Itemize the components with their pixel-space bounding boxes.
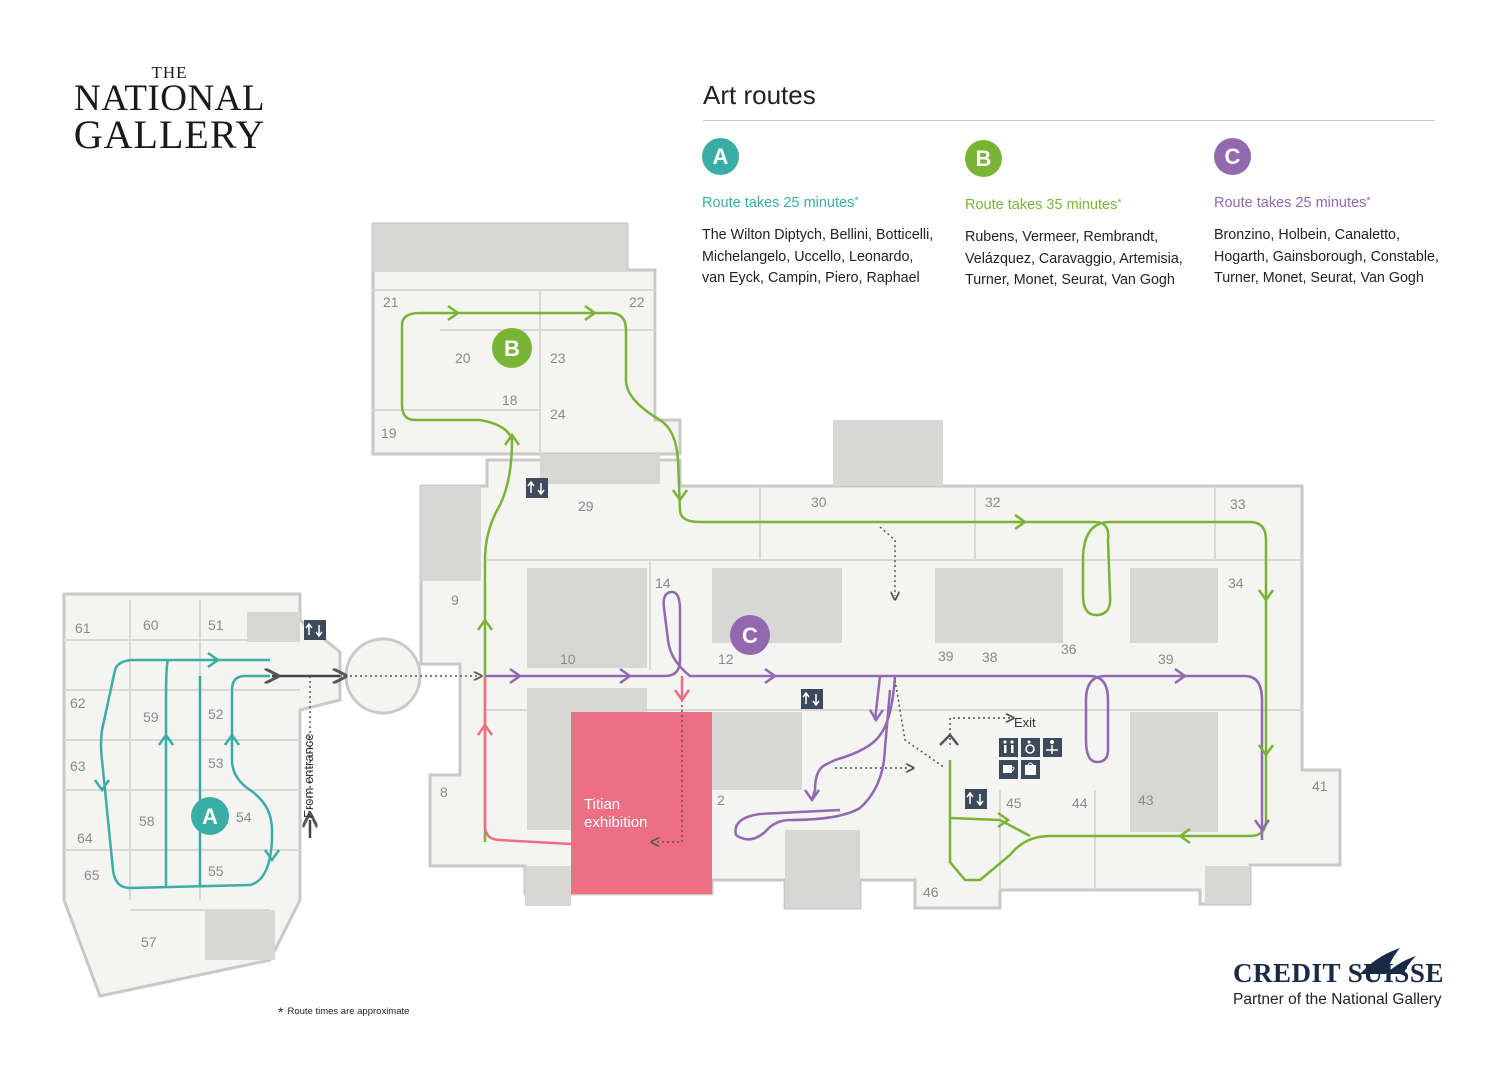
lift-icon (965, 789, 987, 809)
route-c-badge: C (1214, 138, 1251, 175)
sponsor-tagline: Partner of the National Gallery (1233, 991, 1442, 1008)
room-number: 12 (718, 651, 734, 667)
titian-label-line1: Titian (584, 796, 620, 813)
accessible-icon (1025, 740, 1035, 754)
room-number: 43 (1138, 792, 1154, 808)
exit-label: Exit (1014, 715, 1036, 730)
room-number: 51 (208, 617, 224, 633)
svg-text:A: A (202, 804, 218, 829)
route-c-time: Route takes 25 minutes* (1214, 195, 1371, 211)
route-a-time: Route takes 25 minutes* (702, 195, 859, 211)
route-b-badge: B (965, 140, 1002, 177)
room-number: 30 (811, 494, 827, 510)
logo-line-the: THE (151, 63, 188, 82)
room-number: 61 (75, 620, 91, 636)
titian-label-line2: exhibition (584, 814, 647, 831)
sails-logo-icon (1360, 948, 1416, 974)
room-number: 58 (139, 813, 155, 829)
baby-change-icon (1046, 740, 1058, 754)
art-routes-title: Art routes (703, 80, 816, 110)
cafe-icon (1003, 765, 1015, 773)
facilities-icons (999, 738, 1062, 779)
room-number: 53 (208, 755, 224, 771)
from-entrance-label: From entrance (301, 733, 316, 818)
room-numbers: 2 8 9 10 12 14 18 19 20 21 22 23 24 29 3… (70, 294, 1328, 950)
room-number: 23 (550, 350, 566, 366)
room-number: 39 (938, 648, 954, 664)
logo-line-gallery: GALLERY (73, 112, 266, 157)
route-a-marker: A (191, 797, 229, 835)
room-number: 52 (208, 706, 224, 722)
room-number: 24 (550, 406, 566, 422)
shop-icon (1025, 762, 1036, 775)
room-number: 63 (70, 758, 86, 774)
room-number: 2 (717, 792, 725, 808)
room-number: 36 (1061, 641, 1077, 657)
room-number: 9 (451, 592, 459, 608)
room-number: 62 (70, 695, 86, 711)
room-number: 59 (143, 709, 159, 725)
room-number: 20 (455, 350, 471, 366)
titian-route-path (483, 676, 684, 846)
route-b-path (400, 311, 1268, 882)
room-number: 64 (77, 830, 93, 846)
room-number: 54 (236, 809, 252, 825)
route-a-legend: A Route takes 25 minutes* The Wilton Dip… (702, 138, 952, 290)
route-c-artists: Bronzino, Holbein, Canaletto, Hogarth, G… (1214, 227, 1439, 286)
route-b-marker: B (492, 328, 532, 368)
lift-icon (526, 478, 548, 498)
room-number: 55 (208, 863, 224, 879)
room-number: 22 (629, 294, 645, 310)
route-b-legend: B Route takes 35 minutes* Rubens, Vermee… (965, 140, 1215, 292)
building-cores (205, 224, 1250, 960)
toilets-icon (1003, 740, 1014, 753)
room-number: 33 (1230, 496, 1246, 512)
room-number: 19 (381, 425, 397, 441)
room-number: 60 (143, 617, 159, 633)
route-a-artists: The Wilton Diptych, Bellini, Botticelli,… (702, 227, 934, 286)
route-times-footnote: *Route times are approximate (278, 1004, 410, 1020)
room-number: 38 (982, 649, 998, 665)
room-number: 8 (440, 784, 448, 800)
room-number: 18 (502, 392, 518, 408)
entrance-arrows (272, 676, 340, 838)
route-c-legend: C Route takes 25 minutes* Bronzino, Holb… (1214, 138, 1464, 290)
walkway-dotted-paths (300, 526, 1010, 842)
room-number: 57 (141, 934, 157, 950)
room-number: 46 (923, 884, 939, 900)
room-number: 45 (1006, 795, 1022, 811)
room-number: 10 (560, 651, 576, 667)
room-number: 39 (1158, 651, 1174, 667)
room-number: 34 (1228, 575, 1244, 591)
route-c-marker: C (730, 615, 770, 655)
route-b-time: Route takes 35 minutes* (965, 197, 1122, 213)
room-number: 21 (383, 294, 399, 310)
route-b-artists: Rubens, Vermeer, Rembrandt, Velázquez, C… (965, 229, 1183, 288)
room-number: 44 (1072, 795, 1088, 811)
room-number: 32 (985, 494, 1001, 510)
svg-text:C: C (742, 623, 758, 648)
route-a-badge: A (702, 138, 739, 175)
title-divider (703, 120, 1435, 121)
room-number: 41 (1312, 778, 1328, 794)
room-number: 65 (84, 867, 100, 883)
logo-line-national: NATIONAL (73, 78, 266, 119)
route-a-path (99, 658, 274, 890)
titian-exhibition-area (571, 712, 712, 894)
route-c-path (485, 590, 1264, 841)
svg-text:B: B (504, 336, 520, 361)
lift-icon (801, 689, 823, 709)
room-number: 29 (578, 498, 594, 514)
national-gallery-logo: THE NATIONAL GALLERY (62, 63, 277, 157)
lift-icon (304, 620, 326, 640)
room-number: 14 (655, 575, 671, 591)
route-arrows (93, 304, 1275, 863)
